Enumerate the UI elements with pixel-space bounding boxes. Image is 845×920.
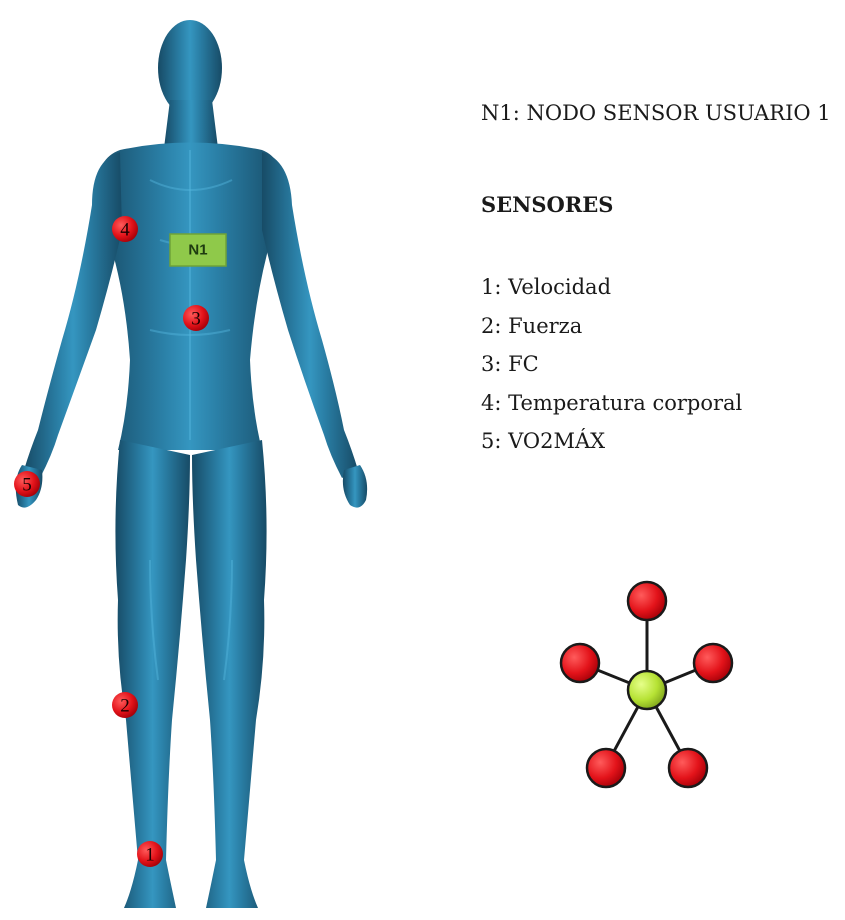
sensor-marker-1: 1 bbox=[137, 841, 163, 867]
sensor-marker-5: 5 bbox=[14, 471, 40, 497]
sensor-marker-5-label: 5 bbox=[22, 475, 32, 496]
sensor-item-temperatura: 4: Temperatura corporal bbox=[481, 384, 742, 423]
sensor-marker-3-label: 3 bbox=[191, 309, 201, 330]
sensor-marker-4: 4 bbox=[112, 216, 138, 242]
sensor-item-fuerza: 2: Fuerza bbox=[481, 307, 742, 346]
node-n1-badge: N1 bbox=[170, 234, 226, 266]
star-leaf-top bbox=[628, 582, 666, 620]
sensors-heading: SENSORES bbox=[481, 192, 613, 218]
sensor-marker-1-label: 1 bbox=[145, 845, 155, 866]
star-center-node bbox=[628, 671, 666, 709]
sensor-item-velocidad: 1: Velocidad bbox=[481, 268, 742, 307]
star-network-icon bbox=[561, 582, 732, 787]
star-leaf-bottom-right bbox=[669, 749, 707, 787]
sensor-marker-3: 3 bbox=[183, 305, 209, 331]
sensor-marker-2-label: 2 bbox=[120, 696, 130, 717]
sensor-item-fc: 3: FC bbox=[481, 345, 742, 384]
star-leaf-right bbox=[694, 644, 732, 682]
node-title: N1: NODO SENSOR USUARIO 1 bbox=[481, 100, 841, 126]
node-n1-label: N1 bbox=[188, 242, 207, 259]
sensor-item-vo2max: 5: VO2MÁX bbox=[481, 422, 742, 461]
star-leaf-bottom-left bbox=[587, 749, 625, 787]
human-body-silhouette bbox=[16, 20, 367, 908]
sensor-list: 1: Velocidad 2: Fuerza 3: FC 4: Temperat… bbox=[481, 268, 742, 461]
sensor-marker-4-label: 4 bbox=[120, 220, 130, 241]
star-leaf-left bbox=[561, 644, 599, 682]
sensor-marker-2: 2 bbox=[112, 692, 138, 718]
sensor-legend: N1: NODO SENSOR USUARIO 1 SENSORES 1: Ve… bbox=[481, 100, 841, 126]
